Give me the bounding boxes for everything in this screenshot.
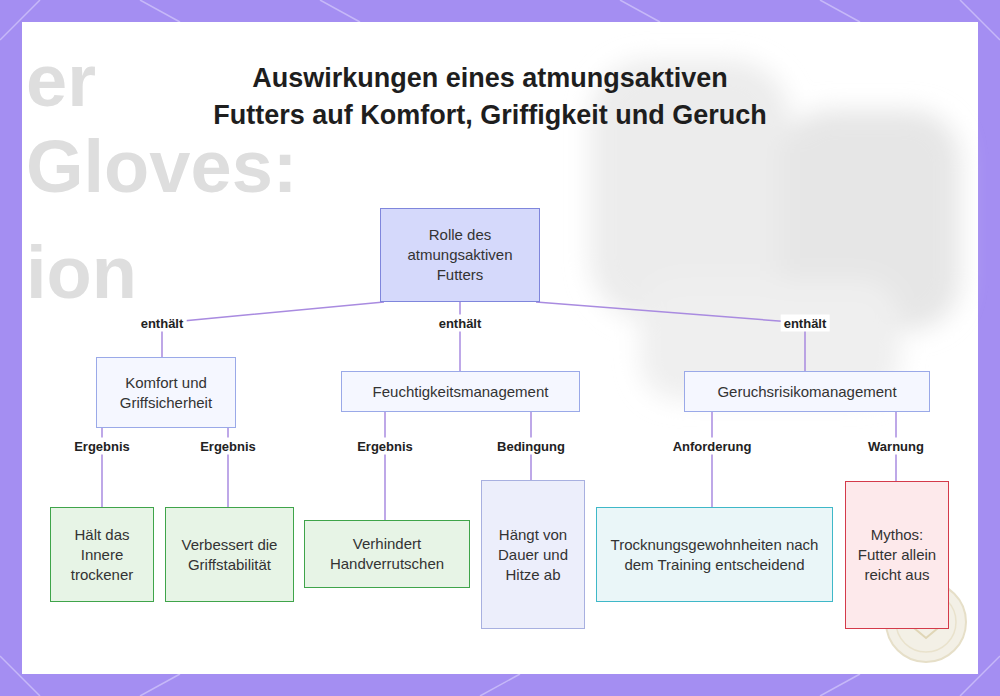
white-panel [22, 22, 978, 674]
connector-line [162, 302, 384, 357]
box-text: Verhindert Handverrutschen [313, 534, 461, 574]
edge-label: enthält [138, 315, 187, 332]
box-text: Feuchtigkeitsmanagement [373, 382, 549, 402]
connector-line [536, 302, 805, 371]
result-box: Verbessert die Griffstabilität [165, 507, 294, 602]
requirement-box: Trocknungsgewohnheiten nach dem Training… [596, 507, 833, 602]
watermark-text: Gloves: [26, 130, 297, 204]
edge-label: Anforderung [670, 438, 755, 455]
box-text: Hält das Innere trockener [57, 525, 147, 585]
connector-line [384, 412, 386, 520]
edge-label: Ergebnis [71, 438, 133, 455]
connector-line [459, 302, 461, 371]
result-box: Verhindert Handverrutschen [304, 520, 470, 588]
result-box: Hält das Innere trockener [50, 507, 154, 602]
edge-label: enthält [436, 315, 485, 332]
edge-label: Warnung [865, 438, 927, 455]
topic-box: Komfort und Griffsicherheit [96, 357, 236, 428]
box-text: Hängt von Dauer und Hitze ab [490, 525, 576, 585]
connector-line [711, 412, 713, 507]
box-text: Verbessert die Griffstabilität [172, 535, 287, 575]
edge-label: Bedingung [494, 438, 568, 455]
box-text: Trocknungsgewohnheiten nach dem Training… [607, 535, 822, 575]
watermark-text: ion [26, 236, 137, 310]
topic-box: Geruchsrisikomanagement [684, 371, 930, 412]
root-box: Rolle des atmungsaktiven Futters [380, 208, 540, 302]
box-text: Mythos: Futter allein reicht aus [854, 525, 940, 585]
warning-box: Mythos: Futter allein reicht aus [845, 481, 949, 629]
edge-label: Ergebnis [197, 438, 259, 455]
watermark-text: er [26, 44, 96, 118]
edge-label: enthält [781, 315, 830, 332]
topic-box: Feuchtigkeitsmanagement [341, 371, 580, 412]
diagram-title: Auswirkungen eines atmungsaktiven Futter… [205, 60, 775, 134]
condition-box: Hängt von Dauer und Hitze ab [481, 480, 585, 629]
edge-label: Ergebnis [354, 438, 416, 455]
box-text: Rolle des atmungsaktiven Futters [395, 225, 525, 285]
box-text: Geruchsrisikomanagement [717, 382, 896, 402]
box-text: Komfort und Griffsicherheit [107, 373, 225, 413]
